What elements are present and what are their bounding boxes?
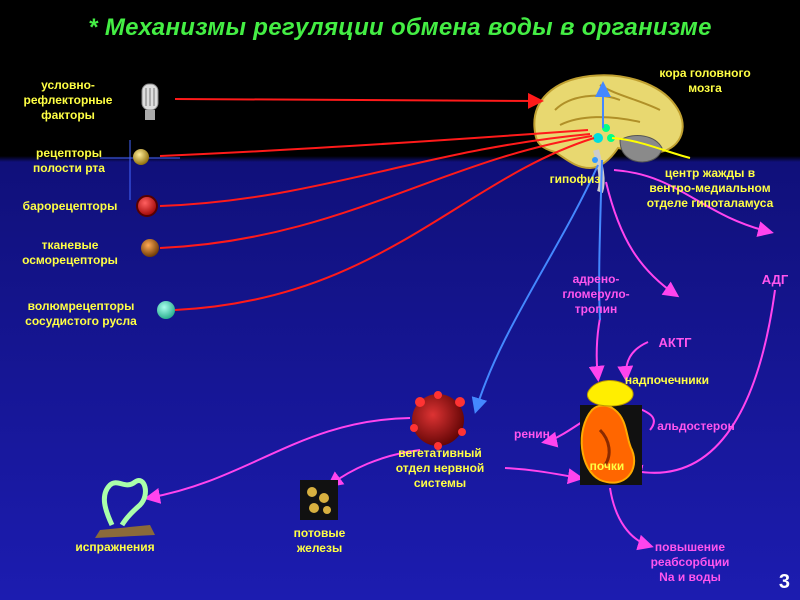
label-reabsorption: повышение реабсорбции Na и воды (650, 540, 730, 584)
arrow-acth (605, 181, 680, 298)
label-adrenal: надпочечники (624, 373, 710, 387)
label-volume-receptors: волюмрецепторы сосудистого русла (25, 299, 137, 328)
adrenal-icon (586, 380, 634, 407)
arrow-osmo (159, 135, 593, 249)
arrow-acth-adrenal (617, 341, 649, 382)
neural-arrows (471, 159, 603, 414)
input-arrows (159, 92, 595, 311)
autonomic-system-icon (410, 391, 466, 450)
label-thirst-center: центр жажды в вентро-медиальном отделе г… (646, 166, 774, 210)
bulb-icon (141, 83, 159, 120)
osmoreceptor-icon (141, 239, 159, 257)
page-title: * Механизмы регуляции обмена воды в орга… (88, 14, 712, 41)
arrow-adh (613, 169, 774, 237)
label-excretion: испражнения (75, 540, 155, 554)
arrow-volume (174, 137, 595, 311)
label-sweat-glands: потовые железы (293, 526, 346, 555)
label-autonomic: вегетативный отдел нервной системы (395, 446, 485, 490)
label-pituitary: гипофиз (549, 172, 601, 186)
mouth-receptor-icon (133, 149, 149, 165)
arrow-conditioned (174, 92, 544, 109)
label-cortex: кора головного мозга (659, 66, 751, 95)
label-conditioned-reflex: условно- рефлекторные факторы (23, 78, 113, 122)
arrow-adh-down (626, 289, 776, 481)
label-baroreceptors: барорецепторы (22, 199, 118, 213)
arrow-autonomic-kidney (504, 467, 584, 485)
arrow-mouth (159, 129, 589, 157)
baroreceptor-icon (136, 195, 158, 217)
label-tissue-osmoreceptors: тканевые осморецепторы (22, 238, 118, 267)
label-adrenoglomerulotropin: адрено- гломеруло- тропин (562, 272, 630, 316)
arrow-baro (159, 133, 591, 207)
volume-receptor-icon (157, 301, 175, 319)
arrow-autonomic (471, 164, 599, 414)
thirst-center-line (611, 137, 691, 159)
arrow-reabsorption (609, 487, 654, 551)
label-renin: ренин (514, 427, 550, 441)
label-mouth-receptors: рецепторы полости рта (33, 146, 105, 175)
label-aldosterone: альдостерон (657, 419, 735, 433)
arrow-adrenoglomerulotropin (588, 317, 605, 382)
arrow-pituitary-down (598, 159, 603, 321)
label-acth: АКТГ (658, 335, 692, 350)
label-adh: АДГ (761, 272, 789, 287)
label-kidneys: почки (589, 459, 625, 473)
page-number: 3 (778, 571, 790, 593)
intestine-icon (95, 478, 155, 538)
sweat-gland-icon (300, 480, 338, 520)
arrow-excretion (144, 417, 411, 504)
kidney-icon (580, 404, 642, 485)
